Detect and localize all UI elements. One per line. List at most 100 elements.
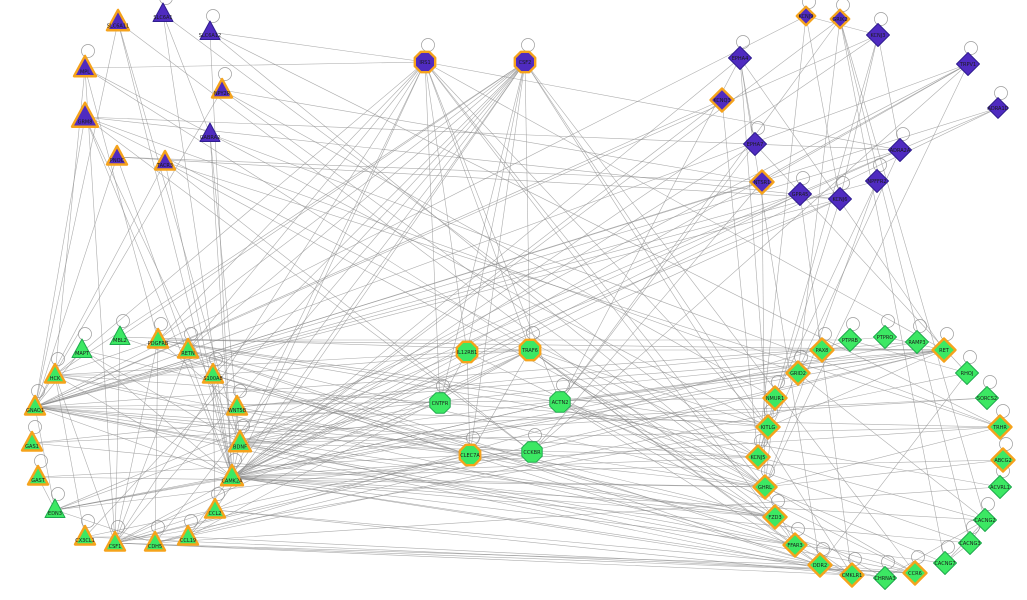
node-NPY2R[interactable]: NPY2R xyxy=(210,77,234,99)
diamond-node-shape[interactable] xyxy=(988,475,1012,499)
diamond-node-shape[interactable] xyxy=(990,447,1016,473)
node-NTSR1[interactable]: NTSR1 xyxy=(749,169,775,195)
node-CACNG2[interactable]: CACNG2 xyxy=(973,508,997,532)
node-RHOJ[interactable]: RHOJ xyxy=(955,361,979,385)
node-MAPT[interactable]: MAPT xyxy=(71,338,93,358)
node-GAST[interactable]: GAST xyxy=(26,464,50,486)
diamond-node-shape[interactable] xyxy=(933,551,957,575)
octagon-node-shape[interactable] xyxy=(521,441,543,463)
diamond-node-shape[interactable] xyxy=(829,8,851,30)
triangle-node-shape[interactable] xyxy=(199,122,221,142)
node-ACTN2[interactable]: ACTN2 xyxy=(549,391,571,413)
diamond-node-shape[interactable] xyxy=(888,138,912,162)
node-KITLG[interactable]: KITLG xyxy=(755,414,781,440)
triangle-node-shape[interactable] xyxy=(20,430,44,452)
diamond-node-shape[interactable] xyxy=(752,474,778,500)
diamond-node-shape[interactable] xyxy=(975,386,999,410)
diamond-node-shape[interactable] xyxy=(905,330,929,354)
node-CCKBR[interactable]: CCKBR xyxy=(521,441,543,463)
node-MPL[interactable]: MPL xyxy=(72,54,98,78)
node-ABCG2[interactable]: ABCG2 xyxy=(990,447,1016,473)
node-GABRA2[interactable]: GABRA2 xyxy=(199,122,221,142)
triangle-node-shape[interactable] xyxy=(105,144,129,166)
diamond-node-shape[interactable] xyxy=(785,360,811,386)
diamond-node-shape[interactable] xyxy=(931,337,957,363)
triangle-node-shape[interactable] xyxy=(26,464,50,486)
diamond-node-shape[interactable] xyxy=(782,532,808,558)
node-NPFFR2[interactable]: NPFFR2 xyxy=(865,169,889,193)
node-ACVRL1[interactable]: ACVRL1 xyxy=(988,475,1012,499)
triangle-node-shape[interactable] xyxy=(210,77,234,99)
triangle-node-shape[interactable] xyxy=(152,2,174,22)
triangle-node-shape[interactable] xyxy=(70,101,100,128)
diamond-node-shape[interactable] xyxy=(709,87,735,113)
triangle-node-shape[interactable] xyxy=(109,325,131,345)
node-GPR45[interactable]: GPR45 xyxy=(788,182,812,206)
triangle-node-shape[interactable] xyxy=(71,338,93,358)
node-PNOC[interactable]: PNOC xyxy=(105,144,129,166)
diamond-node-shape[interactable] xyxy=(749,169,775,195)
node-CHRNA3[interactable]: CHRNA3 xyxy=(873,566,897,590)
triangle-node-shape[interactable] xyxy=(105,8,131,32)
node-EPHA4[interactable]: EPHA4 xyxy=(728,46,752,70)
diamond-node-shape[interactable] xyxy=(873,325,897,349)
octagon-node-shape[interactable] xyxy=(549,391,571,413)
diamond-node-shape[interactable] xyxy=(987,97,1009,119)
triangle-node-shape[interactable] xyxy=(227,429,253,453)
node-SORCS2[interactable]: SORCS2 xyxy=(975,386,999,410)
node-KCNJ9[interactable]: KCNJ9 xyxy=(795,5,817,27)
triangle-node-shape[interactable] xyxy=(73,524,97,546)
triangle-node-shape[interactable] xyxy=(153,149,177,171)
node-TRHR[interactable]: TRHR xyxy=(987,414,1013,440)
diamond-node-shape[interactable] xyxy=(743,132,767,156)
node-GRIK2[interactable]: GRIK2 xyxy=(829,8,851,30)
diamond-node-shape[interactable] xyxy=(839,562,865,588)
triangle-node-shape[interactable] xyxy=(44,498,66,518)
triangle-node-shape[interactable] xyxy=(199,20,221,40)
node-RET[interactable]: RET xyxy=(931,337,957,363)
node-ADRA2A[interactable]: ADRA2A xyxy=(888,138,912,162)
triangle-node-shape[interactable] xyxy=(176,524,200,546)
node-GRID2[interactable]: GRID2 xyxy=(785,360,811,386)
diamond-node-shape[interactable] xyxy=(958,531,982,555)
octagon-node-shape[interactable] xyxy=(429,392,451,414)
node-SLC6A11[interactable]: SLC6A11 xyxy=(105,8,131,32)
node-IL12RB1[interactable]: IL12RB1 xyxy=(455,340,479,364)
diamond-node-shape[interactable] xyxy=(838,328,862,352)
diamond-node-shape[interactable] xyxy=(795,5,817,27)
triangle-node-shape[interactable] xyxy=(72,54,98,78)
diamond-node-shape[interactable] xyxy=(873,566,897,590)
triangle-node-shape[interactable] xyxy=(219,463,245,487)
node-GRM8[interactable]: GRM8 xyxy=(70,101,100,128)
node-CSF2[interactable]: CSF2 xyxy=(513,50,537,74)
diamond-node-shape[interactable] xyxy=(788,182,812,206)
octagon-node-shape[interactable] xyxy=(455,340,479,364)
triangle-node-shape[interactable] xyxy=(143,530,167,552)
node-CNTFR[interactable]: CNTFR xyxy=(429,392,451,414)
diamond-node-shape[interactable] xyxy=(809,337,835,363)
triangle-node-shape[interactable] xyxy=(146,327,170,349)
node-TRPV1[interactable]: TRPV1 xyxy=(956,52,980,76)
diamond-node-shape[interactable] xyxy=(866,23,890,47)
diamond-node-shape[interactable] xyxy=(828,187,852,211)
node-MBL2[interactable]: MBL2 xyxy=(109,325,131,345)
diamond-node-shape[interactable] xyxy=(987,414,1013,440)
diamond-node-shape[interactable] xyxy=(762,385,788,411)
node-SLC6A12[interactable]: SLC6A12 xyxy=(199,20,221,40)
node-ADRA1D[interactable]: ADRA1D xyxy=(987,97,1009,119)
node-CLEC7A[interactable]: CLEC7A xyxy=(458,443,482,467)
diamond-node-shape[interactable] xyxy=(762,504,788,530)
diamond-node-shape[interactable] xyxy=(745,444,771,470)
node-WNT5B[interactable]: WNT5B xyxy=(225,394,249,416)
triangle-node-shape[interactable] xyxy=(23,394,47,416)
diamond-node-shape[interactable] xyxy=(956,52,980,76)
triangle-node-shape[interactable] xyxy=(203,497,227,519)
triangle-node-shape[interactable] xyxy=(225,394,249,416)
node-IRS1[interactable]: IRS1 xyxy=(413,50,437,74)
node-CACNG3[interactable]: CACNG3 xyxy=(958,531,982,555)
diamond-node-shape[interactable] xyxy=(807,552,833,578)
node-KCNJ3[interactable]: KCNJ3 xyxy=(866,23,890,47)
triangle-node-shape[interactable] xyxy=(201,362,225,384)
octagon-node-shape[interactable] xyxy=(513,50,537,74)
